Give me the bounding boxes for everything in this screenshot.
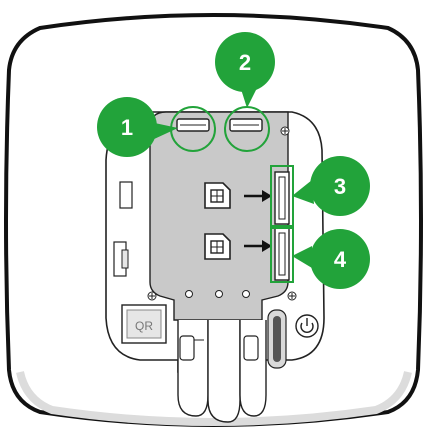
callout-number: 4 (334, 247, 347, 272)
callout-number: 3 (334, 174, 346, 199)
callout-number: 1 (121, 115, 133, 140)
callout-pointer (150, 122, 178, 140)
arrow-right-icon (244, 190, 272, 202)
cable-strap (177, 320, 209, 417)
callout-badge-3: 3 (310, 156, 370, 216)
side-detail (121, 249, 129, 269)
callout-pointer (292, 180, 314, 204)
cable-strap (239, 320, 267, 417)
holder-highlight (270, 165, 294, 229)
qr-label: QR (135, 319, 153, 333)
screw-icon (287, 291, 297, 301)
callout-number: 2 (239, 50, 251, 75)
power-button (295, 314, 319, 338)
holder-highlight (270, 225, 294, 283)
sim-card-icon (204, 182, 231, 209)
callout-badge-2: 2 (215, 32, 275, 92)
screw-icon (280, 126, 290, 136)
contact-points (185, 290, 250, 298)
side-detail (119, 181, 133, 209)
housing-shadow (16, 371, 412, 426)
arrow-right-icon (244, 240, 272, 252)
cable-strap (207, 320, 241, 423)
callout-badge-4: 4 (310, 229, 370, 289)
callout-pointer (292, 246, 312, 268)
power-icon (300, 318, 314, 333)
sim-board (149, 111, 289, 321)
screw-icon (147, 291, 157, 301)
callout-badge-1: 1 (97, 97, 157, 157)
sim-card-icon (204, 233, 231, 260)
